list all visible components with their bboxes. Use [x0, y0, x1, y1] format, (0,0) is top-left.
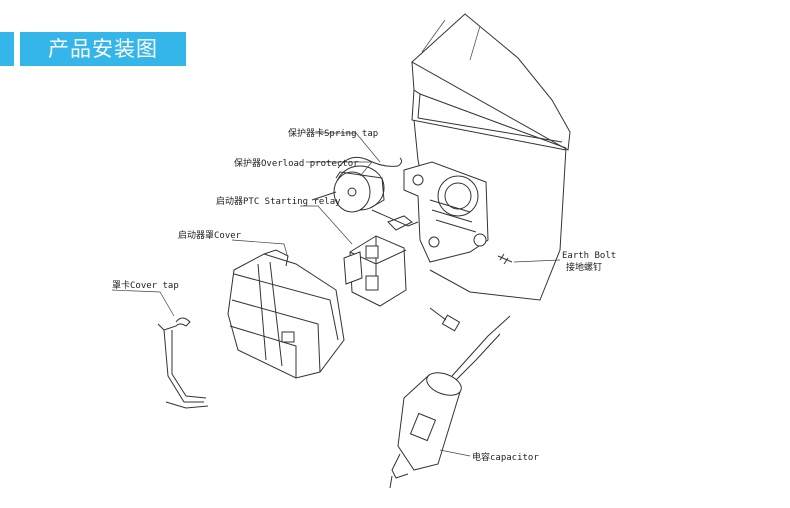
label-cover: 启动器罩Cover: [178, 229, 242, 241]
ptc-starting-relay: [343, 215, 413, 307]
label-cover-tap: 罩卡Cover tap: [112, 279, 179, 291]
label-ptc-starting-relay: 启动器PTC Starting relay: [216, 195, 341, 207]
terminal-connector: [429, 307, 461, 332]
leader-lines: [111, 132, 561, 457]
capacitor: [389, 315, 511, 489]
overload-protector: [311, 165, 419, 227]
label-earth-bolt-cn: 接地螺钉: [566, 261, 602, 273]
page-title: 产品安装图: [20, 32, 186, 66]
spring-tap: [337, 156, 403, 169]
label-earth-bolt: Earth Bolt: [562, 251, 616, 261]
header-accent-stripe: [0, 32, 14, 66]
label-capacitor: 电容capacitor: [472, 451, 539, 463]
header-banner: 产品安装图: [0, 32, 186, 66]
label-spring-tap: 保护器卡Spring tap: [288, 127, 378, 139]
relay-cover: [227, 249, 345, 379]
mounting-bracket: [403, 161, 489, 263]
label-overload-protector: 保护器Overload protector: [234, 157, 359, 169]
cover-tap: [157, 317, 209, 409]
earth-bolt: [497, 253, 513, 265]
